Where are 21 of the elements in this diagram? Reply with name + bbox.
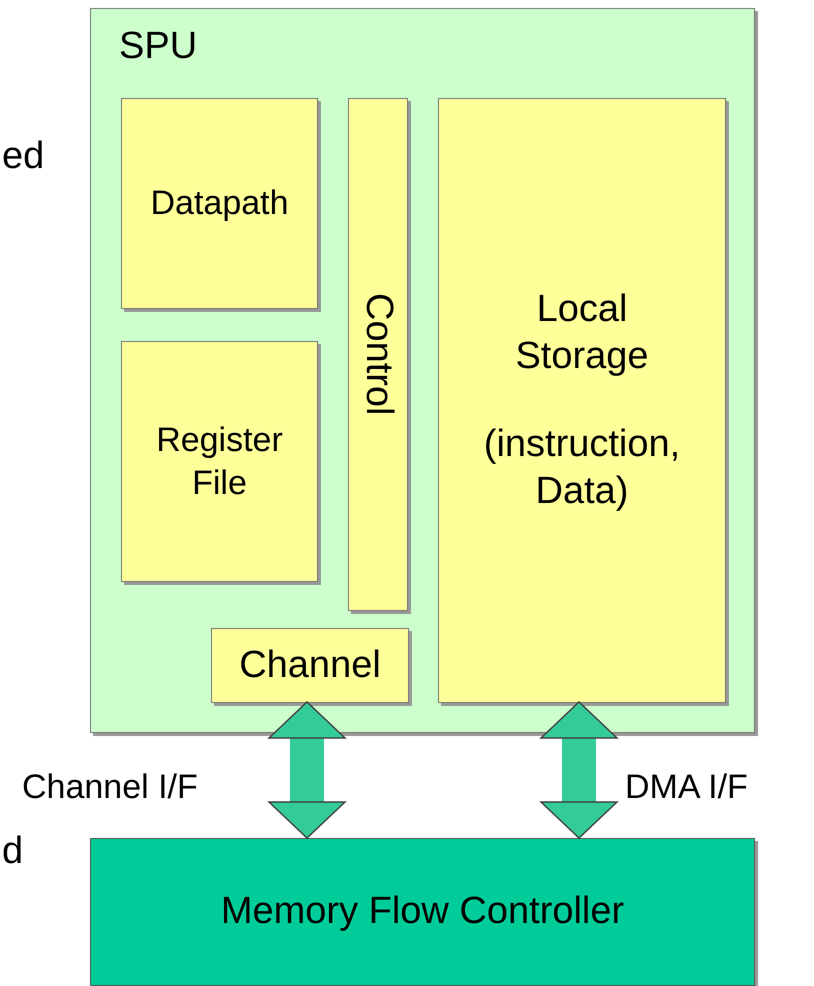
block-title: SPU bbox=[119, 24, 198, 69]
double-arrow bbox=[540, 701, 618, 839]
block-label: Channel bbox=[239, 642, 381, 688]
component-box bbox=[348, 98, 408, 611]
component-box bbox=[90, 838, 755, 986]
component-box bbox=[121, 341, 318, 582]
component-box bbox=[121, 98, 318, 309]
edge-label: DMA I/F bbox=[625, 768, 748, 807]
component-box bbox=[211, 628, 409, 703]
block-label: Control bbox=[356, 293, 401, 416]
component-box bbox=[438, 98, 726, 703]
block-note: (instruction, Data) bbox=[482, 422, 682, 514]
edge-label: Channel I/F bbox=[22, 768, 198, 807]
clipped-text: ed bbox=[2, 135, 44, 178]
clipped-text: d bbox=[2, 830, 24, 873]
double-arrow bbox=[268, 701, 346, 839]
block-label: Register File bbox=[155, 420, 284, 504]
block-label: Memory Flow Controller bbox=[220, 889, 624, 934]
block-label: Local Storage bbox=[514, 286, 650, 379]
processor-block bbox=[90, 8, 755, 733]
block-label: Datapath bbox=[150, 183, 288, 224]
